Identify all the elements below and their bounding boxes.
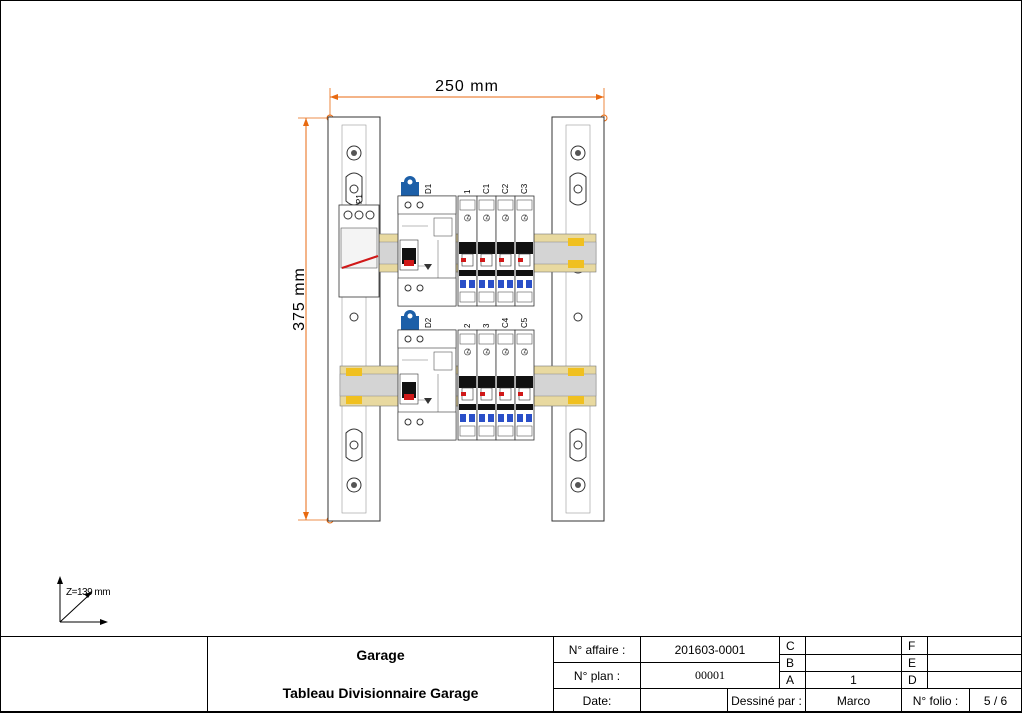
label-c4: C4 — [501, 317, 510, 328]
drawn-by-value: Marco — [806, 689, 902, 713]
rev-value-f — [928, 637, 1022, 655]
plan-value: 00001 — [641, 663, 780, 689]
breaker-c3 — [514, 195, 535, 307]
axis-z-label: Z=139 mm — [66, 587, 111, 598]
breaker-c1 — [476, 195, 497, 307]
rev-letter-d: D — [902, 672, 928, 689]
rev-value-b — [806, 655, 902, 672]
breaker-c5 — [514, 329, 535, 441]
breaker-2 — [457, 329, 478, 441]
drawing-title: Tableau Divisionnaire Garage — [208, 673, 554, 713]
date-value — [641, 689, 728, 713]
height-dimension-line — [298, 117, 334, 524]
drawn-by-label: Dessiné par : — [728, 689, 806, 713]
label-1: 1 — [463, 189, 472, 194]
label-p1: P1 — [355, 194, 364, 204]
breaker-1 — [457, 195, 478, 307]
rev-value-e — [928, 655, 1022, 672]
axis-indicator — [57, 576, 108, 625]
affaire-value: 201603-0001 — [641, 637, 780, 663]
rev-letter-a: A — [780, 672, 806, 689]
plan-label: N° plan : — [554, 663, 641, 689]
rev-letter-e: E — [902, 655, 928, 672]
breaker-3 — [476, 329, 497, 441]
label-c5: C5 — [520, 317, 529, 328]
label-c1: C1 — [482, 183, 491, 194]
left-side-plate — [327, 116, 381, 522]
breaker-c4 — [495, 329, 516, 441]
label-3: 3 — [482, 323, 491, 328]
label-c2: C2 — [501, 183, 510, 194]
rev-letter-c: C — [780, 637, 806, 655]
title-block: Garage Tableau Divisionnaire Garage N° a… — [0, 636, 1022, 713]
project-name: Garage — [208, 637, 554, 673]
label-c3: C3 — [520, 183, 529, 194]
rev-value-d — [928, 672, 1022, 689]
rev-value-a: 1 — [806, 672, 902, 689]
date-label: Date: — [554, 689, 641, 713]
rev-value-c — [806, 637, 902, 655]
height-dimension-label: 375 mm — [291, 267, 308, 331]
title-block-logo-area — [0, 637, 208, 713]
folio-label: N° folio : — [902, 689, 970, 713]
folio-value: 5 / 6 — [970, 689, 1022, 713]
rcd-d2 — [397, 329, 457, 441]
label-d2: D2 — [424, 317, 433, 328]
rev-letter-b: B — [780, 655, 806, 672]
rev-letter-f: F — [902, 637, 928, 655]
label-d1: D1 — [424, 183, 433, 194]
width-dimension-label: 250 mm — [435, 78, 499, 95]
p1-module — [338, 204, 380, 298]
label-2: 2 — [463, 323, 472, 328]
breaker-c2 — [495, 195, 516, 307]
affaire-label: N° affaire : — [554, 637, 641, 663]
rcd-d1 — [397, 195, 457, 307]
right-side-plate — [551, 116, 605, 522]
